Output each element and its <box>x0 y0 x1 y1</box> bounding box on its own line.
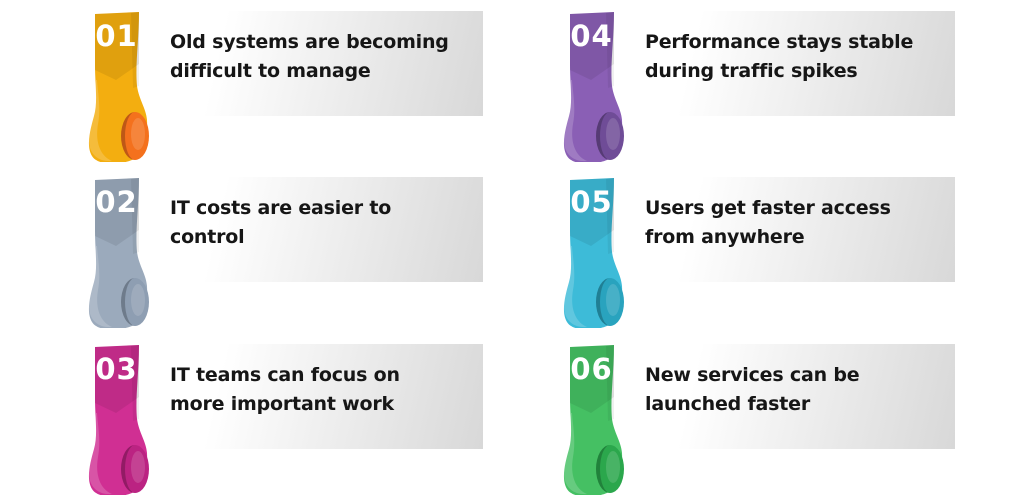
ribbon-curl-highlight <box>131 118 145 150</box>
ribbon-shape <box>88 345 149 495</box>
ribbon-curl-shade <box>121 112 135 160</box>
step-number: 05 <box>570 185 613 219</box>
step-number: 02 <box>95 185 138 219</box>
ribbon-shape <box>88 178 149 328</box>
ribbon-chevron-shade <box>570 345 614 413</box>
ribbon-curl-highlight <box>606 118 620 150</box>
ribbon-edge-shade <box>131 12 139 88</box>
ribbon-curl-shade <box>121 278 135 326</box>
ribbon-curl <box>596 445 624 493</box>
step-number: 06 <box>570 352 613 386</box>
ribbon-highlight <box>563 246 587 328</box>
benefit-card-5: 05 Users get faster access from anywhere <box>535 174 970 334</box>
ribbon-curl-highlight <box>131 451 145 483</box>
ribbon-edge-shade <box>131 178 139 254</box>
ribbon-shape <box>563 12 624 162</box>
ribbon-highlight <box>563 413 587 495</box>
benefit-text: IT costs are easier to control <box>170 197 392 248</box>
step-number: 03 <box>95 352 138 386</box>
ribbon-curl-shade <box>596 112 610 160</box>
ribbon-curl <box>121 278 149 326</box>
text-panel <box>593 11 955 116</box>
ribbon-curl <box>121 112 149 160</box>
ribbon-curl-highlight <box>606 451 620 483</box>
text-panel <box>118 344 483 449</box>
ribbon-curl <box>596 278 624 326</box>
benefit-text: Performance stays stable during traffic … <box>645 31 914 82</box>
ribbon-icon: 06 <box>555 343 625 495</box>
benefit-text: Users get faster access from anywhere <box>645 197 891 248</box>
ribbon-curl-highlight <box>131 284 145 316</box>
ribbon-icon: 01 <box>80 10 150 162</box>
benefit-card-3: 03 IT teams can focus on more important … <box>60 341 495 501</box>
benefit-text: Old systems are becoming difficult to ma… <box>170 31 449 82</box>
ribbon-edge-shade <box>606 345 614 421</box>
benefit-text: IT teams can focus on more important wor… <box>170 364 400 415</box>
ribbon-edge-shade <box>606 178 614 254</box>
ribbon-shape <box>88 12 149 162</box>
step-number: 04 <box>570 19 613 53</box>
ribbon-curl <box>596 112 624 160</box>
ribbon-chevron-shade <box>570 12 614 80</box>
ribbon-curl-highlight <box>606 284 620 316</box>
ribbon-highlight <box>88 80 112 162</box>
ribbon-icon: 05 <box>555 176 625 328</box>
benefit-card-4: 04 Performance stays stable during traff… <box>535 8 970 168</box>
text-panel <box>593 344 955 449</box>
ribbon-highlight <box>88 413 112 495</box>
ribbon-edge-shade <box>606 12 614 88</box>
text-panel <box>118 177 483 282</box>
ribbon-edge-shade <box>131 345 139 421</box>
benefit-text: New services can be launched faster <box>645 364 860 415</box>
text-panel <box>593 177 955 282</box>
ribbon-icon: 03 <box>80 343 150 495</box>
benefit-card-1: 01 Old systems are becoming difficult to… <box>60 8 495 168</box>
benefit-card-6: 06 New services can be launched faster <box>535 341 970 501</box>
ribbon-icon: 02 <box>80 176 150 328</box>
ribbon-shape <box>563 345 624 495</box>
step-number: 01 <box>95 19 138 53</box>
ribbon-chevron-shade <box>95 345 139 413</box>
ribbon-curl <box>121 445 149 493</box>
ribbon-shape <box>563 178 624 328</box>
ribbon-icon: 04 <box>555 10 625 162</box>
ribbon-chevron-shade <box>95 178 139 246</box>
ribbon-chevron-shade <box>95 12 139 80</box>
text-panel <box>118 11 483 116</box>
ribbon-curl-shade <box>596 445 610 493</box>
ribbon-curl-shade <box>596 278 610 326</box>
ribbon-highlight <box>563 80 587 162</box>
ribbon-highlight <box>88 246 112 328</box>
ribbon-chevron-shade <box>570 178 614 246</box>
ribbon-curl-shade <box>121 445 135 493</box>
benefit-card-2: 02 IT costs are easier to control <box>60 174 495 334</box>
